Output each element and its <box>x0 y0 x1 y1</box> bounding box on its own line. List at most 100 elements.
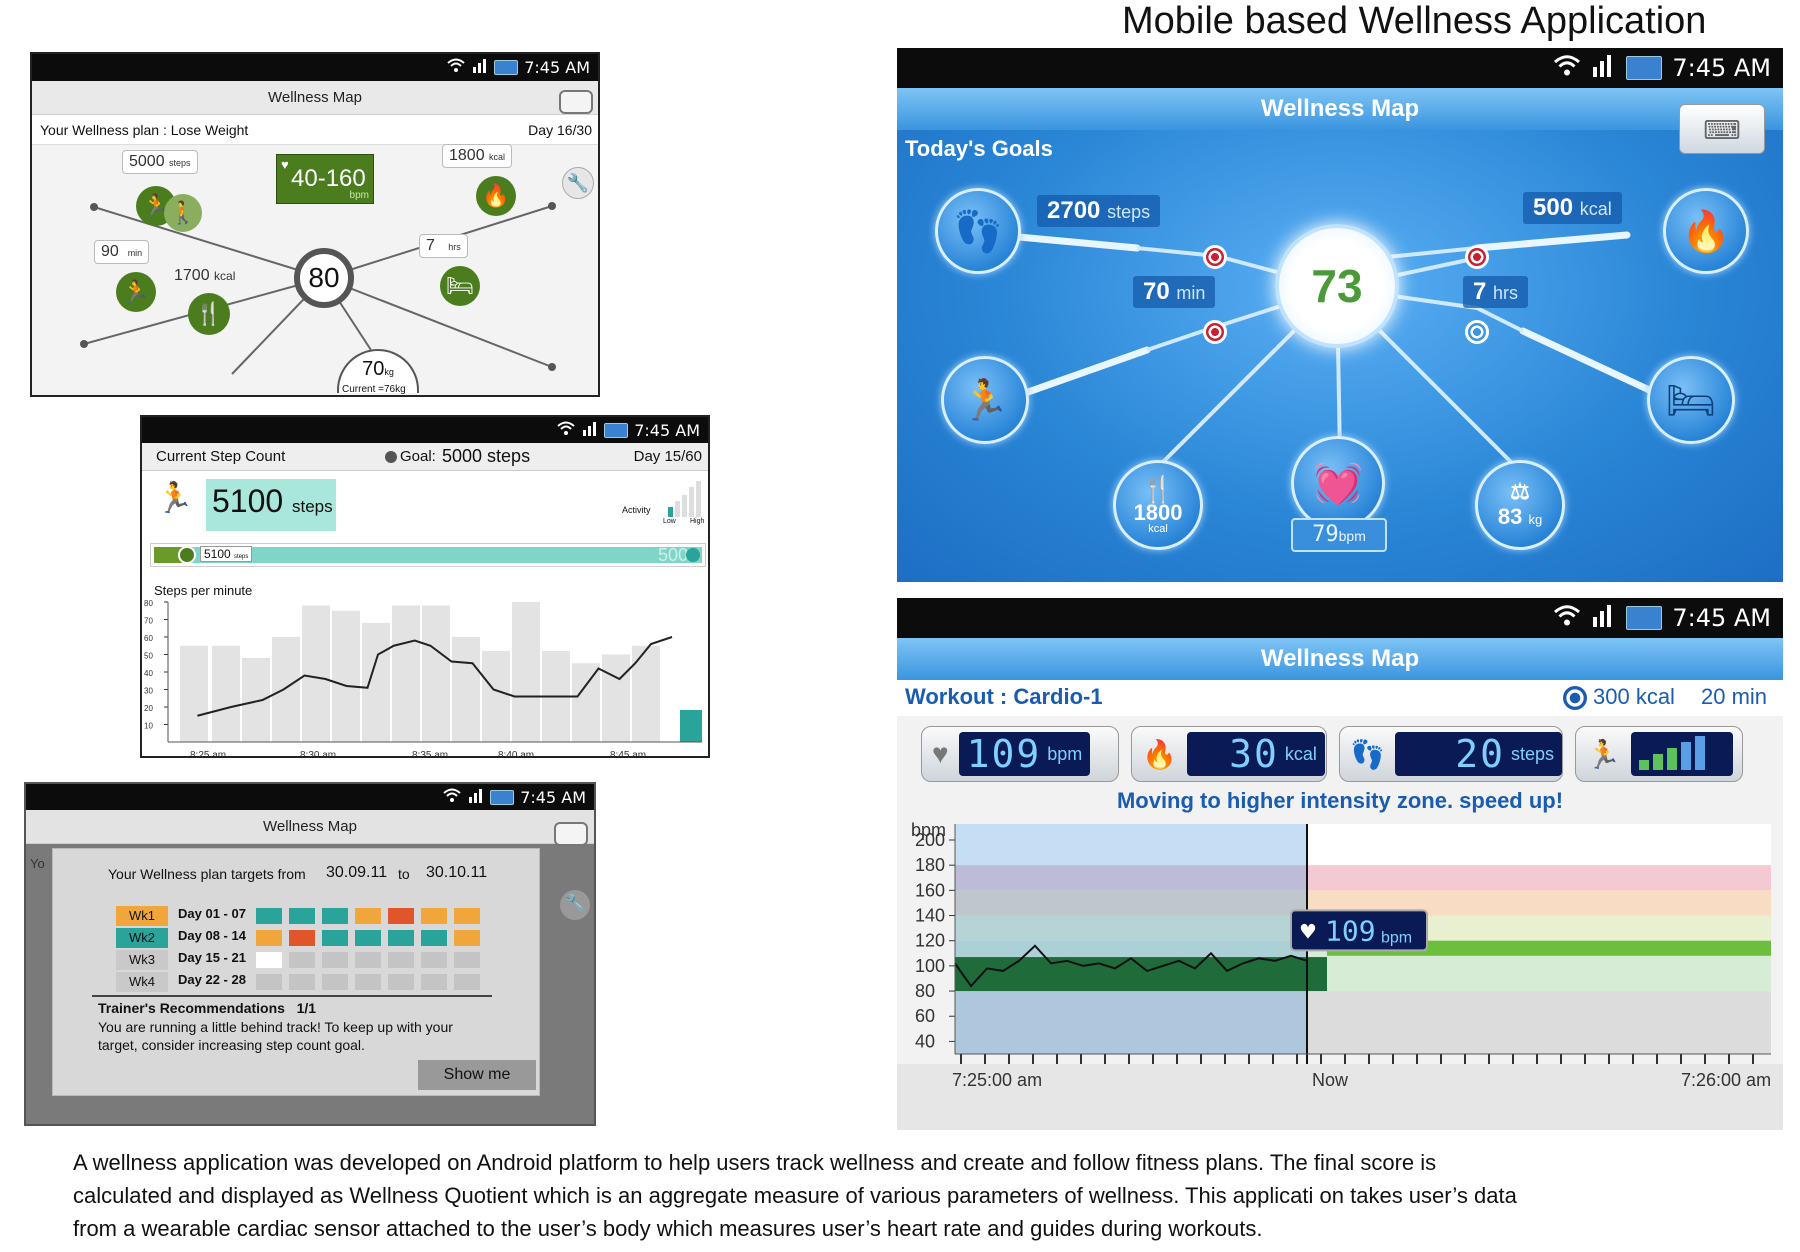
wifi-icon <box>442 787 462 808</box>
wrench-button[interactable]: 🔧 <box>562 167 594 199</box>
steps-value: 5000 <box>129 153 165 170</box>
kcal-burn-value: 1800 <box>449 147 485 164</box>
workout-target-kcal: 300 kcal <box>1593 684 1675 709</box>
chart-bar-current <box>680 710 702 742</box>
bpm-value: 79 <box>1312 522 1339 547</box>
progress-cell <box>454 908 480 924</box>
targets-to-label: to <box>398 866 410 882</box>
goal-value: 5000 steps <box>442 446 531 466</box>
wrench-button[interactable]: 🔧 <box>560 890 590 920</box>
calorie-unit: kcal <box>1284 743 1317 764</box>
steps-box <box>206 479 336 531</box>
screen-trainer-recommendations: 7:45 AM Wellness Map Yo 🔧 Your Wellness … <box>24 782 596 1126</box>
progress-cell <box>289 908 315 924</box>
steps-unit: steps <box>292 497 333 516</box>
y-axis-label: bpm <box>911 820 946 840</box>
progress-cell <box>454 974 480 990</box>
y-tick-label: 140 <box>915 906 945 926</box>
week-days: Day 15 - 21 <box>178 950 246 965</box>
y-tick-label: 120 <box>915 931 945 951</box>
chart-bar <box>422 605 450 742</box>
progress-cell <box>256 974 282 990</box>
y-tick-label: 20 <box>144 704 153 713</box>
status-bar: 7:45 AM <box>897 48 1783 88</box>
activity-high: High <box>690 518 705 525</box>
step-day: Day 15/60 <box>633 448 702 465</box>
screen-todays-goals: 7:45 AM Wellness Map ⌨ Today's Goals 👣 🔥… <box>897 48 1783 582</box>
sleep-goal-value: 7 <box>1473 278 1487 305</box>
flame-icon: 🔥 <box>476 176 516 216</box>
walking-icon: 🚶 <box>164 194 202 232</box>
x-tick-label: 8:45 am <box>610 750 646 758</box>
weight-circle: ⚖ 83 kg <box>1475 460 1565 550</box>
bpm-callout-value: 109 <box>1325 914 1376 947</box>
treadmill-icon: 🏃 <box>941 356 1029 444</box>
app-title-bar: Wellness Map <box>897 638 1783 680</box>
footsteps-icon: 👣 <box>1350 738 1385 770</box>
y-tick-label: 100 <box>915 956 945 976</box>
scale-icon: ⚖ <box>1510 478 1530 504</box>
week-days: Day 08 - 14 <box>178 928 246 943</box>
show-me-button[interactable]: Show me <box>418 1060 536 1090</box>
screen-workout: 7:45 AM Wellness Map Workout : Cardio-1 … <box>897 598 1783 1130</box>
minutes-goal-value: 70 <box>1143 278 1170 305</box>
status-time: 7:45 AM <box>634 420 700 440</box>
caption-line: A wellness application was developed on … <box>73 1150 1437 1175</box>
bed-icon: 🛏 <box>1647 356 1735 444</box>
flame-icon: 🔥 <box>1663 188 1749 274</box>
status-time: 7:45 AM <box>520 787 586 807</box>
menu-button[interactable] <box>559 90 593 114</box>
menu-button[interactable] <box>554 822 588 846</box>
battery-icon <box>490 789 515 805</box>
signal-icon <box>468 787 484 808</box>
targets-text: Your Wellness plan targets from <box>108 866 306 882</box>
battery-icon <box>1626 606 1663 630</box>
progress-end-label: 500 <box>658 545 689 565</box>
battery-icon <box>494 60 519 75</box>
weight-unit: kg <box>1528 511 1543 527</box>
status-time: 7:45 AM <box>1672 54 1771 82</box>
y-tick-label: 60 <box>144 634 153 643</box>
targets-from: 30.09.11 <box>326 864 388 881</box>
progress-cell <box>256 930 282 946</box>
keyboard-button[interactable]: ⌨ <box>1679 104 1765 154</box>
y-tick-label: 200 <box>915 830 945 850</box>
bed-icon: 🛏 <box>440 266 480 306</box>
weight-gauge: 70kg <box>337 349 419 393</box>
progress-cell <box>454 952 480 968</box>
sleep-unit: hrs <box>448 242 461 252</box>
heart-rate-value: 109 <box>966 732 1042 776</box>
target-zone-band <box>1327 940 1771 956</box>
progress-end-knob[interactable] <box>686 548 700 562</box>
kcal-food-unit: kcal <box>214 269 236 283</box>
chart-bar <box>302 605 330 742</box>
progress-cell <box>421 930 447 946</box>
workout-name: Workout : Cardio-1 <box>905 684 1103 709</box>
y-tick-label: 80 <box>144 599 153 608</box>
bpm-unit: bpm <box>1338 528 1366 544</box>
y-tick-label: 80 <box>915 981 935 1001</box>
dialog-divider <box>92 995 492 997</box>
marker-unit: steps <box>234 554 249 560</box>
progress-knob[interactable] <box>178 546 196 564</box>
progress-cell <box>388 952 414 968</box>
plan-day: Day 16/30 <box>528 122 592 138</box>
progress-cell <box>322 974 348 990</box>
workout-target-min: 20 min <box>1701 684 1768 709</box>
goal-dot-icon <box>385 451 397 463</box>
target-marker <box>1203 320 1227 344</box>
screen-wellness-map-plan: 7:45 AM Wellness Map Your Wellness plan … <box>30 52 600 397</box>
progress-cell <box>421 952 447 968</box>
progress-cell <box>421 974 447 990</box>
progress-fill-teal <box>188 547 702 563</box>
signal-icon <box>582 420 598 441</box>
step-title: Current Step Count <box>156 448 286 465</box>
chart-bar <box>392 605 420 742</box>
y-tick-label: 180 <box>915 855 945 875</box>
steps-goal-value: 2700 <box>1047 197 1101 224</box>
